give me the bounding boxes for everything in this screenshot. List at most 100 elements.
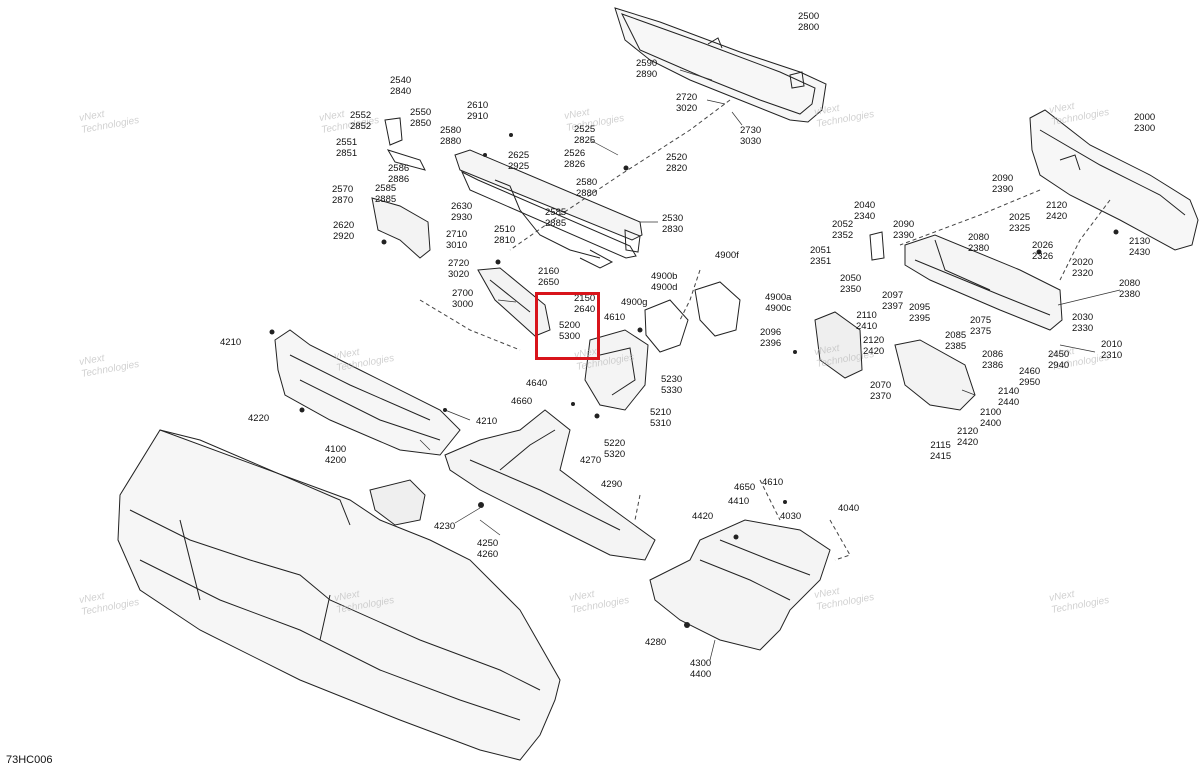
left-small-brackets [371,117,431,259]
figure-code: 73HC006 [6,754,53,766]
center-tunnel [444,409,656,561]
callout-label: 4210 [476,416,498,427]
callout-label: 4610 [762,477,784,488]
callout-label: 4660 [511,396,533,407]
callout-label: 4040 [838,503,860,514]
callout-label: 4220 [248,413,270,424]
callout-label: 4610 [604,312,626,323]
callout-label: 4030 [780,511,802,522]
upper-door-panel [614,7,827,123]
callout-label: 4900f [715,250,739,261]
callout-label: 4280 [645,637,667,648]
callout-label: 4290 [601,479,623,490]
left-floor-pan [274,329,461,456]
large-rocker-panel [117,429,561,761]
right-bar-assembly [869,231,1063,331]
callout-label: 4210 [220,337,242,348]
callout-label: 4420 [692,511,714,522]
left-bar-assembly [454,149,643,269]
right-door-panel [1029,109,1199,251]
center-console-bracket [584,281,741,411]
right-lower-bracket [814,311,976,411]
callout-label: 4900g [621,297,648,308]
highlight-box [535,292,600,360]
callout-label: 4270 [580,455,602,466]
callout-label: 4640 [526,378,548,389]
callout-label: 4230 [434,521,456,532]
front-skid-plate [649,519,831,651]
callout-label: 4410 [728,496,750,507]
callout-label: 4650 [734,482,756,493]
